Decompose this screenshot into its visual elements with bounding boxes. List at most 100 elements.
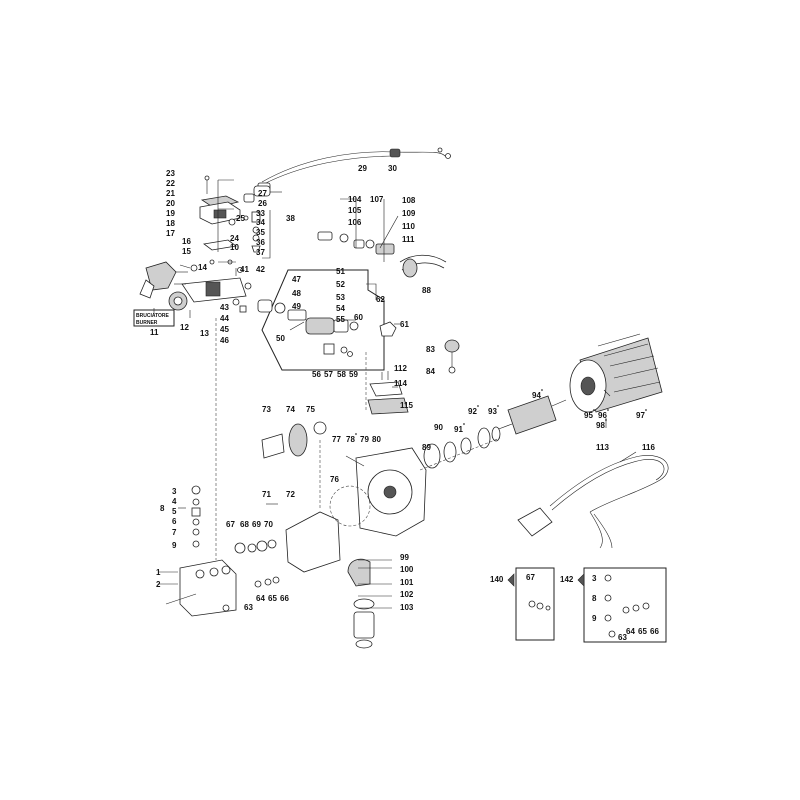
kit-142-item-3: 3 xyxy=(592,574,597,583)
marker-98: * xyxy=(605,419,607,425)
marker-91: * xyxy=(463,423,465,429)
part-label-61: 61 xyxy=(400,320,409,329)
part-label-44: 44 xyxy=(220,314,229,323)
kit-140-box xyxy=(507,567,555,641)
pump-crankcase xyxy=(234,421,427,588)
part-label-98: 98 xyxy=(596,421,605,430)
part-label-73: 73 xyxy=(262,405,271,414)
part-label-79: 79 xyxy=(360,435,369,444)
part-label-7: 7 xyxy=(172,528,177,537)
cap-and-plate-group xyxy=(367,339,460,415)
part-label-60: 60 xyxy=(354,313,363,322)
part-label-109: 109 xyxy=(402,209,416,218)
part-label-116: 116 xyxy=(642,443,655,452)
asterisk-markers: * * * * * * * * * xyxy=(355,389,647,439)
part-label-18: 18 xyxy=(166,219,175,228)
part-label-74: 74 xyxy=(286,405,295,414)
part-label-114: 114 xyxy=(394,379,407,388)
part-label-19: 19 xyxy=(166,209,175,218)
part-label-42: 42 xyxy=(256,265,265,274)
part-label-63: 63 xyxy=(244,603,253,612)
part-label-77: 77 xyxy=(332,435,341,444)
part-label-75: 75 xyxy=(306,405,315,414)
part-label-96: 96 xyxy=(598,411,607,420)
kit-142-item-66: 66 xyxy=(650,627,659,636)
cable-assembly xyxy=(257,147,451,191)
part-label-142: 142 xyxy=(560,575,574,584)
part-label-16: 16 xyxy=(182,237,191,246)
part-label-112: 112 xyxy=(394,364,407,373)
part-label-99: 99 xyxy=(400,553,409,562)
kit-142-item-65: 65 xyxy=(638,627,647,636)
part-label-57: 57 xyxy=(324,370,333,379)
pump-manifold xyxy=(165,485,237,617)
part-label-45: 45 xyxy=(220,325,229,334)
burner-label-it: BRUCIATORE xyxy=(136,313,170,319)
part-label-72: 72 xyxy=(286,490,295,499)
part-label-83: 83 xyxy=(426,345,435,354)
part-label-43: 43 xyxy=(220,303,229,312)
part-label-17: 17 xyxy=(166,229,175,238)
part-label-15: 15 xyxy=(182,247,191,256)
part-label-51: 51 xyxy=(336,267,345,276)
part-label-23: 23 xyxy=(166,169,175,178)
part-label-70: 70 xyxy=(264,520,273,529)
guide-line xyxy=(419,437,501,471)
part-label-36: 36 xyxy=(256,238,265,247)
part-label-24: 24 xyxy=(230,234,239,243)
part-label-88: 88 xyxy=(422,286,431,295)
part-number-labels: 23 22 21 20 19 18 17 16 15 14 10 24 25 2… xyxy=(136,164,659,642)
pressure-switch-group xyxy=(199,175,271,265)
part-label-27: 27 xyxy=(258,189,267,198)
part-label-2: 2 xyxy=(156,580,161,589)
part-label-106: 106 xyxy=(348,218,362,227)
part-label-48: 48 xyxy=(292,289,301,298)
part-label-94: 94 xyxy=(532,391,541,400)
inlet-filter-group xyxy=(347,558,375,649)
leader-lines xyxy=(153,179,637,609)
part-label-140: 140 xyxy=(490,575,504,584)
kit-140-item-67: 67 xyxy=(526,573,535,582)
part-label-13: 13 xyxy=(200,329,209,338)
part-label-11: 11 xyxy=(150,328,159,337)
part-label-101: 101 xyxy=(400,578,414,587)
part-label-49: 49 xyxy=(292,302,301,311)
part-label-52: 52 xyxy=(336,280,345,289)
kit-142-item-63: 63 xyxy=(618,633,627,642)
electric-motor xyxy=(423,333,663,469)
part-label-105: 105 xyxy=(348,206,362,215)
marker-93: * xyxy=(497,405,499,411)
part-label-68: 68 xyxy=(240,520,249,529)
unloader-valve-group xyxy=(257,269,397,371)
part-label-46: 46 xyxy=(220,336,229,345)
part-label-65: 65 xyxy=(268,594,277,603)
part-label-108: 108 xyxy=(402,196,416,205)
part-label-84: 84 xyxy=(426,367,435,376)
kit-142-item-64: 64 xyxy=(626,627,635,636)
part-label-67: 67 xyxy=(226,520,235,529)
part-label-22: 22 xyxy=(166,179,175,188)
part-label-9: 9 xyxy=(172,541,177,550)
part-label-47: 47 xyxy=(292,275,301,284)
part-label-26: 26 xyxy=(258,199,267,208)
kit-142-item-9: 9 xyxy=(592,614,597,623)
valve-body-group xyxy=(133,261,252,327)
part-label-59: 59 xyxy=(349,370,358,379)
marker-95: * xyxy=(593,409,595,415)
burner-label-en: BURNER xyxy=(136,320,158,326)
part-label-3: 3 xyxy=(172,487,177,496)
part-label-35: 35 xyxy=(256,228,265,237)
part-label-50: 50 xyxy=(276,334,285,343)
part-label-97: 97 xyxy=(636,411,645,420)
power-cable xyxy=(517,455,669,549)
part-label-38: 38 xyxy=(286,214,295,223)
part-label-33: 33 xyxy=(256,209,265,218)
marker-92: * xyxy=(477,405,479,411)
part-label-104: 104 xyxy=(348,195,362,204)
part-label-69: 69 xyxy=(252,520,261,529)
kit-142-box xyxy=(577,567,667,643)
part-label-62: 62 xyxy=(376,295,385,304)
part-label-12: 12 xyxy=(180,323,189,332)
marker-94: * xyxy=(541,389,543,395)
